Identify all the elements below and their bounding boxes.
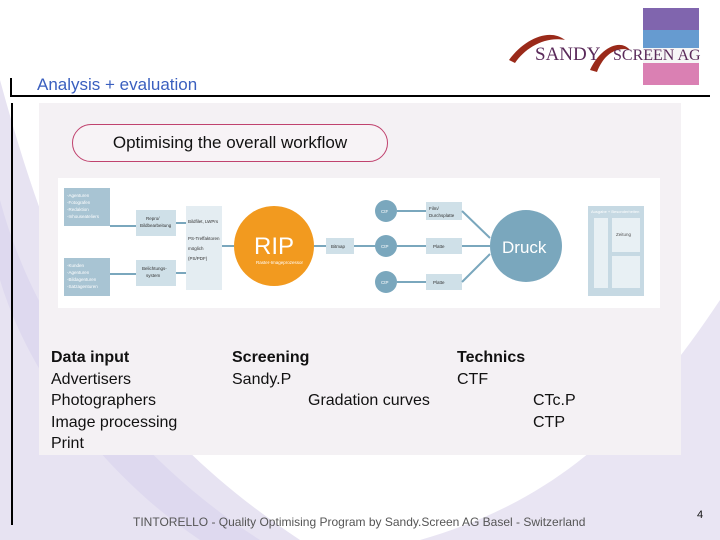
data-input-item: Image processing (51, 412, 177, 434)
platte-1-label: Platte (433, 244, 445, 249)
mid-box-1-line-2: Bildbearbeitung (140, 223, 172, 228)
workflow-pill: Optimising the overall workflow (72, 124, 388, 162)
mid-box-3-line-4: (PS/PDF) (188, 256, 208, 261)
technics-extra: CTc.P CTP (533, 390, 576, 433)
gradation-label: Gradation curves (308, 390, 430, 412)
left-box-top-1: -Agenturen (67, 193, 90, 198)
technics-heading: Technics (457, 347, 525, 369)
mid-box-1-line-1: Repro/ (146, 216, 160, 221)
screening-heading: Screening (232, 347, 309, 369)
film-label-line-2: Durchsplatte (429, 213, 455, 218)
technics-column: Technics CTF (457, 347, 525, 390)
data-input-heading: Data input (51, 347, 177, 369)
bitmap-label: Bitmap (331, 244, 346, 249)
workflow-pill-label: Optimising the overall workflow (113, 133, 347, 153)
gradation-label-wrap: Gradation curves (308, 390, 430, 412)
footer-text: TINTORELLO - Quality Optimising Program … (133, 515, 585, 529)
mid-box-2-line-1: Belichtungs- (142, 266, 167, 271)
rip-sublabel: Raster-Imageprozessor (256, 260, 304, 265)
output-1-label: CtF (381, 209, 389, 214)
logo-brand-second: SCREEN AG (613, 47, 701, 64)
left-box-bottom-3: -Bildagenturen (67, 277, 97, 282)
header-rule (30, 95, 710, 97)
left-box-bottom-1: -Kunden (67, 263, 85, 268)
output-3-label: CtP (381, 280, 389, 285)
rip-label: RIP (254, 233, 294, 260)
data-input-item: Advertisers (51, 369, 177, 391)
left-box-bottom-2: -Agenturen (67, 270, 90, 275)
mid-box-3-line-2: PS-Treffaktoren (188, 236, 220, 241)
left-box-top-4: -Inhouseateliers (67, 214, 100, 219)
left-rule (11, 103, 13, 525)
corner-bracket-vertical (10, 78, 12, 96)
page-number: 4 (697, 509, 703, 521)
data-input-column: Data input Advertisers Photographers Ima… (51, 347, 177, 455)
company-logo: SANDY SCREEN AG (505, 8, 715, 88)
left-box-top-3: -Redaktion (67, 207, 89, 212)
corner-bracket-horizontal (10, 95, 30, 97)
data-input-item: Print (51, 433, 177, 455)
mid-box-2-line-2: system (146, 273, 161, 278)
mid-box-3-line-3: möglich (188, 246, 204, 251)
mid-box-3-line-1: Bildfilet, LWPrs (188, 219, 219, 224)
screening-item: Sandy.P (232, 369, 309, 391)
data-input-item: Photographers (51, 390, 177, 412)
film-label-line-1: Film/ (429, 206, 439, 211)
technics-extra-item: CTc.P (533, 390, 576, 412)
output-2-label: CtP (381, 244, 389, 249)
logo-brand-first: SANDY (535, 44, 601, 65)
newspaper-graphic: Ausgabe + Besonderheiten Zeitung (588, 206, 644, 296)
right-label-1: Ausgabe + Besonderheiten (591, 209, 639, 214)
left-box-top-2: -Fotografen (67, 200, 91, 205)
technics-item: CTF (457, 369, 525, 391)
technics-extra-item: CTP (533, 412, 576, 434)
workflow-diagram: -Agenturen -Fotografen -Redaktion -Inhou… (58, 178, 660, 308)
druck-label: Druck (502, 238, 547, 257)
left-box-bottom-4: -Satzagenturen (67, 284, 98, 289)
screening-column: Screening Sandy.P (232, 347, 309, 390)
platte-2-label: Platte (433, 280, 445, 285)
page-title: Analysis + evaluation (37, 75, 197, 95)
right-label-2: Zeitung (616, 232, 632, 237)
